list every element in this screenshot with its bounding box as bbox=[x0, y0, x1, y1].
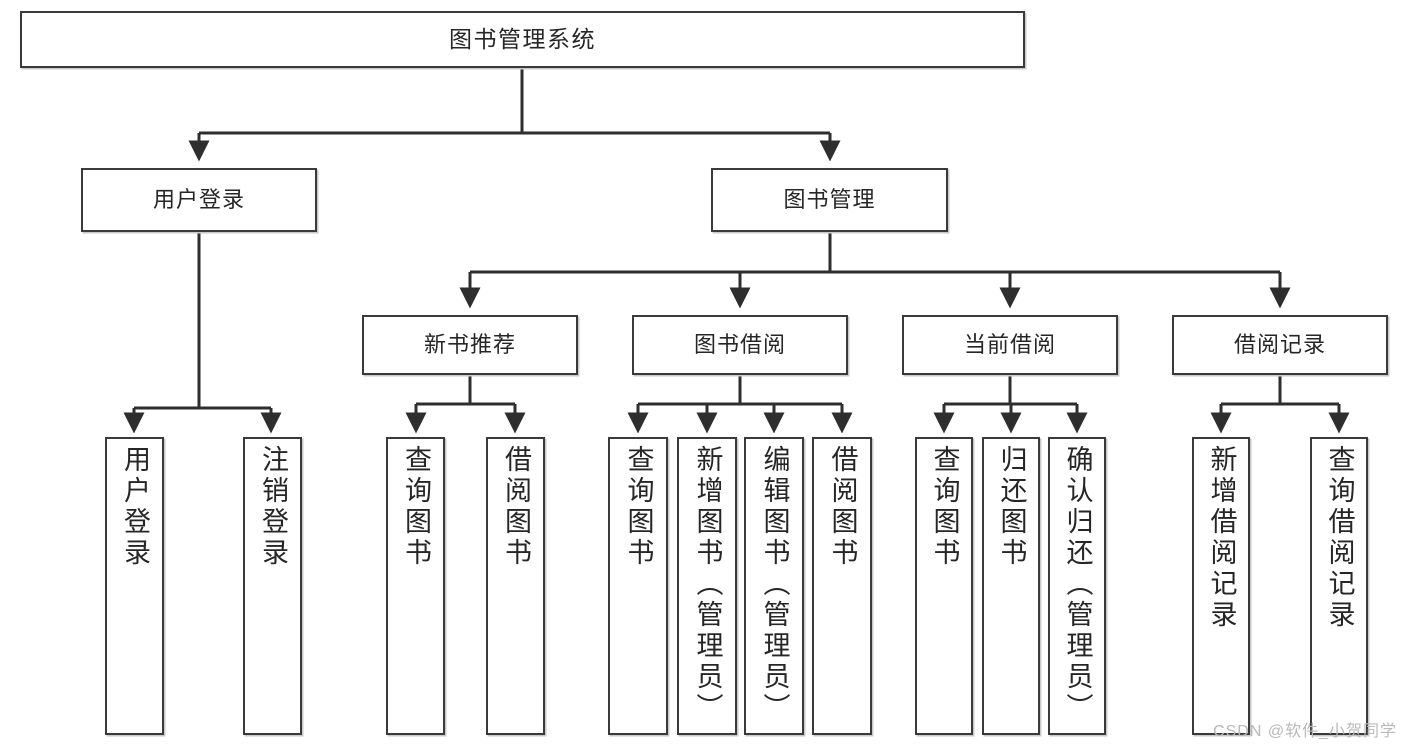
node-book-borrow-label: 图书借阅 bbox=[693, 332, 786, 358]
node-current-borrow-label: 当前借阅 bbox=[963, 332, 1056, 358]
node-leaf-query-book-1-label: 查询图书 bbox=[401, 445, 431, 569]
node-leaf-query-book-3[interactable]: 查询图书 bbox=[915, 437, 973, 735]
node-book-borrow[interactable]: 图书借阅 bbox=[632, 315, 848, 375]
node-leaf-borrow-book-1[interactable]: 借阅图书 bbox=[486, 437, 545, 735]
node-leaf-add-borrow-record[interactable]: 新增借阅记录 bbox=[1192, 437, 1250, 735]
node-leaf-edit-book-admin[interactable]: 编辑图书（管理员） bbox=[744, 437, 804, 735]
node-leaf-add-book-admin[interactable]: 新增图书（管理员） bbox=[677, 437, 737, 735]
node-borrow-record-label: 借阅记录 bbox=[1233, 332, 1326, 358]
node-leaf-user-logout-label: 注销登录 bbox=[258, 445, 288, 569]
node-leaf-confirm-return-admin-label: 确认归还（管理员） bbox=[1062, 445, 1093, 724]
node-root[interactable]: 图书管理系统 bbox=[20, 11, 1025, 68]
node-user-login-label: 用户登录 bbox=[152, 187, 245, 213]
node-leaf-borrow-book-1-label: 借阅图书 bbox=[501, 445, 531, 569]
node-leaf-edit-book-admin-label: 编辑图书（管理员） bbox=[759, 445, 790, 724]
node-leaf-confirm-return-admin[interactable]: 确认归还（管理员） bbox=[1048, 437, 1106, 735]
node-leaf-return-book-label: 归还图书 bbox=[996, 445, 1027, 569]
node-current-borrow[interactable]: 当前借阅 bbox=[902, 315, 1118, 375]
node-book-management-label: 图书管理 bbox=[783, 187, 876, 213]
node-leaf-add-borrow-record-label: 新增借阅记录 bbox=[1206, 445, 1237, 631]
node-root-label: 图书管理系统 bbox=[449, 25, 596, 52]
node-leaf-user-login-label: 用户登录 bbox=[120, 445, 150, 569]
node-leaf-query-book-2[interactable]: 查询图书 bbox=[608, 437, 668, 735]
csdn-watermark: CSDN @软件_小贺同学 bbox=[1213, 723, 1397, 740]
node-leaf-query-borrow-record[interactable]: 查询借阅记录 bbox=[1310, 437, 1368, 735]
node-new-book-recommend-label: 新书推荐 bbox=[423, 332, 516, 358]
node-leaf-return-book[interactable]: 归还图书 bbox=[982, 437, 1040, 735]
node-leaf-user-login[interactable]: 用户登录 bbox=[105, 437, 164, 735]
node-leaf-query-book-1[interactable]: 查询图书 bbox=[386, 437, 445, 735]
node-user-login[interactable]: 用户登录 bbox=[81, 168, 317, 232]
node-leaf-query-book-3-label: 查询图书 bbox=[929, 445, 960, 569]
node-leaf-query-borrow-record-label: 查询借阅记录 bbox=[1324, 445, 1355, 631]
node-new-book-recommend[interactable]: 新书推荐 bbox=[362, 315, 578, 375]
node-leaf-user-logout[interactable]: 注销登录 bbox=[243, 437, 302, 735]
node-book-management[interactable]: 图书管理 bbox=[711, 168, 948, 232]
node-leaf-query-book-2-label: 查询图书 bbox=[623, 445, 654, 569]
node-leaf-add-book-admin-label: 新增图书（管理员） bbox=[692, 445, 723, 724]
node-leaf-borrow-book-2-label: 借阅图书 bbox=[827, 445, 858, 569]
node-borrow-record[interactable]: 借阅记录 bbox=[1172, 315, 1388, 375]
node-leaf-borrow-book-2[interactable]: 借阅图书 bbox=[812, 437, 872, 735]
